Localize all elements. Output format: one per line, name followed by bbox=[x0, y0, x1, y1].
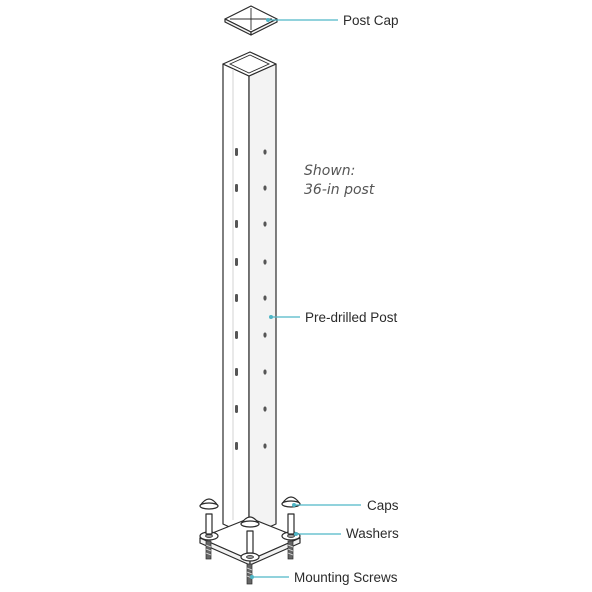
post-hole-left bbox=[235, 405, 238, 413]
note-shown: Shown: bbox=[304, 163, 355, 179]
post-hole-left bbox=[235, 442, 238, 450]
post-hole-left bbox=[235, 184, 238, 192]
note-post-length: 36-in post bbox=[304, 182, 375, 198]
post-hole-right bbox=[263, 406, 267, 412]
post-hole-right bbox=[263, 369, 267, 375]
post-hole-right bbox=[263, 149, 267, 155]
label-pre-drilled-post: Pre-drilled Post bbox=[305, 310, 398, 325]
label-washers: Washers bbox=[346, 526, 399, 541]
post-hole-right bbox=[263, 443, 267, 449]
post-hole-left bbox=[235, 294, 238, 302]
post-hole-right bbox=[263, 259, 267, 265]
label-caps: Caps bbox=[367, 498, 399, 513]
mounting-screws bbox=[205, 540, 294, 585]
post-hole-right bbox=[263, 221, 267, 227]
post-hole-left bbox=[235, 368, 238, 376]
post-hole-left bbox=[235, 258, 238, 266]
caps bbox=[199, 496, 301, 528]
callout-leaders bbox=[250, 18, 361, 579]
label-mounting-screws: Mounting Screws bbox=[294, 570, 398, 585]
pre-drilled-post bbox=[222, 51, 277, 537]
post-holes bbox=[235, 148, 267, 450]
post-hole-left bbox=[235, 220, 238, 228]
post-hole-right bbox=[263, 295, 267, 301]
post-hole-left bbox=[235, 148, 238, 156]
post-hole-left bbox=[235, 331, 238, 339]
post-hole-right bbox=[263, 185, 267, 191]
label-post-cap: Post Cap bbox=[343, 13, 399, 28]
post-cap bbox=[224, 5, 278, 36]
post-hole-right bbox=[263, 332, 267, 338]
washers bbox=[199, 531, 301, 562]
screw-shanks bbox=[205, 513, 295, 554]
